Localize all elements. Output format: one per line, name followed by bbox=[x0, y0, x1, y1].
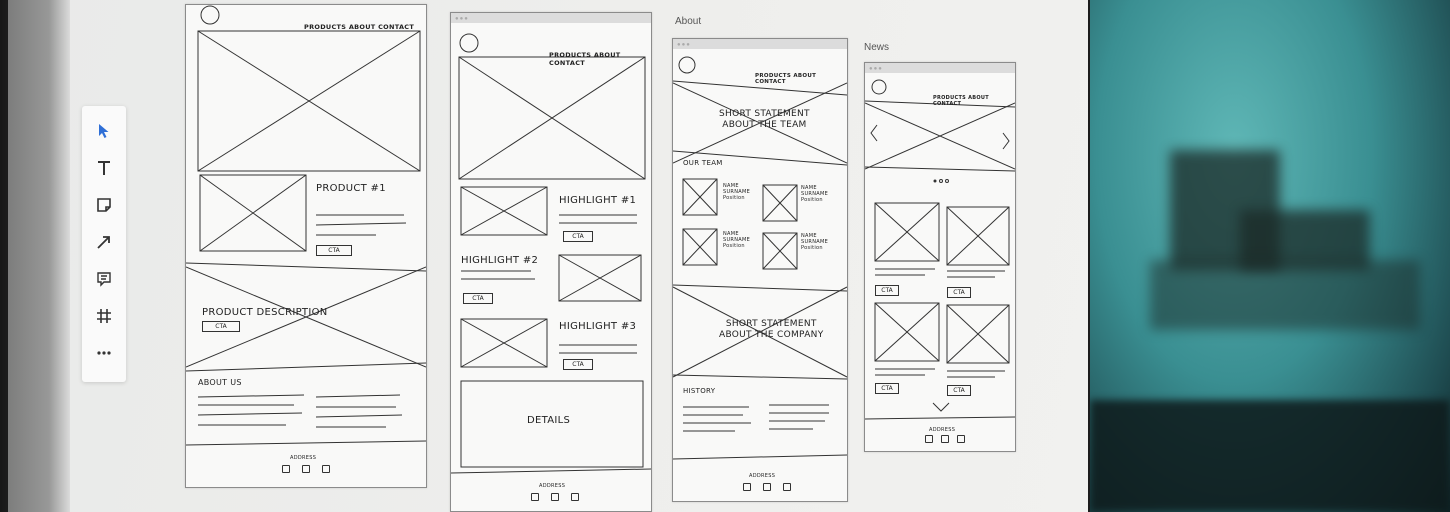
social-icon bbox=[763, 483, 771, 491]
cursor-icon[interactable] bbox=[92, 120, 116, 142]
frame-titlebar: ●●● bbox=[451, 13, 651, 23]
comment-icon[interactable] bbox=[92, 268, 116, 290]
frame-titlebar: ●●● bbox=[673, 39, 847, 49]
wireframe-about[interactable]: ●●● PRODUCTS ABOUT CONTACT SHORT STATEME… bbox=[672, 38, 848, 502]
sketch-lines bbox=[186, 5, 426, 446]
social-icon bbox=[531, 493, 539, 501]
cta-button: CTA bbox=[563, 231, 593, 242]
address-text: ADDRESS bbox=[749, 473, 776, 479]
our-team-heading: OUR TEAM bbox=[683, 159, 723, 167]
wireframe-highlights[interactable]: ●●● PRODUCTS ABOUT CONTACT HIGHLIGHT #1 … bbox=[450, 12, 652, 512]
sticky-note-icon[interactable] bbox=[92, 194, 116, 216]
social-icon bbox=[957, 435, 965, 443]
company-statement: SHORT STATEMENT ABOUT THE COMPANY bbox=[719, 319, 824, 340]
team-member: NAME SURNAME Position bbox=[723, 231, 751, 249]
window-dots-icon: ●●● bbox=[869, 66, 883, 72]
window-dots-icon: ●●● bbox=[677, 42, 691, 48]
text-icon[interactable] bbox=[92, 157, 116, 179]
cta-button: CTA bbox=[875, 383, 899, 394]
team-statement: SHORT STATEMENT ABOUT THE TEAM bbox=[719, 109, 810, 130]
social-icon bbox=[571, 493, 579, 501]
wireframe-news[interactable]: ●●● PRODUCTS ABOUT CONTACT CTA CTA CTA C… bbox=[864, 62, 1016, 452]
social-icons bbox=[282, 465, 330, 473]
team-member: NAME SURNAME Position bbox=[723, 183, 751, 201]
nav-links: PRODUCTS ABOUT CONTACT bbox=[755, 73, 817, 85]
arrow-icon[interactable] bbox=[92, 231, 116, 253]
highlight-2: HIGHLIGHT #2 bbox=[461, 255, 539, 266]
cta-button: CTA bbox=[316, 245, 352, 256]
social-icon bbox=[925, 435, 933, 443]
monitor-bezel bbox=[0, 0, 70, 512]
social-icon bbox=[322, 465, 330, 473]
cta-button: CTA bbox=[947, 287, 971, 298]
details-label: DETAILS bbox=[527, 415, 571, 426]
social-icons bbox=[743, 483, 791, 491]
address-text: ADDRESS bbox=[539, 483, 566, 489]
team-member: NAME SURNAME Position bbox=[801, 233, 829, 251]
social-icon bbox=[302, 465, 310, 473]
background-photo bbox=[1090, 0, 1450, 512]
social-icons bbox=[531, 493, 579, 501]
frame-titlebar: ●●● bbox=[865, 63, 1015, 73]
cta-button: CTA bbox=[875, 285, 899, 296]
cta-button: CTA bbox=[947, 385, 971, 396]
nav-links: PRODUCTS ABOUT CONTACT bbox=[933, 95, 989, 107]
team-member: NAME SURNAME Position bbox=[801, 185, 829, 203]
sketch-lines bbox=[673, 56, 847, 460]
social-icons bbox=[925, 435, 965, 443]
social-icon bbox=[743, 483, 751, 491]
sketch-lines bbox=[865, 79, 1015, 420]
nav-links: PRODUCTS ABOUT CONTACT bbox=[304, 23, 415, 31]
frame-icon[interactable] bbox=[92, 305, 116, 327]
social-icon bbox=[783, 483, 791, 491]
product-description: PRODUCT DESCRIPTION bbox=[202, 307, 328, 318]
nav-links: PRODUCTS ABOUT CONTACT bbox=[549, 51, 621, 67]
window-dots-icon: ●●● bbox=[455, 16, 469, 22]
social-icon bbox=[551, 493, 559, 501]
cta-button: CTA bbox=[202, 321, 240, 332]
frame-label-news[interactable]: News bbox=[864, 42, 890, 53]
social-icon bbox=[941, 435, 949, 443]
more-icon[interactable] bbox=[92, 342, 116, 364]
tool-palette bbox=[82, 106, 126, 382]
blurred-object bbox=[1090, 400, 1450, 512]
about-us-heading: ABOUT US bbox=[198, 378, 242, 387]
cta-button: CTA bbox=[563, 359, 593, 370]
blurred-object bbox=[1150, 260, 1420, 330]
frame-label-about[interactable]: About bbox=[675, 16, 702, 27]
highlight-3: HIGHLIGHT #3 bbox=[559, 321, 637, 332]
wireframe-home[interactable]: PRODUCTS ABOUT CONTACT PRODUCT #1 CTA PR… bbox=[185, 4, 427, 488]
product-title: PRODUCT #1 bbox=[316, 183, 386, 194]
address-text: ADDRESS bbox=[290, 455, 317, 461]
cta-button: CTA bbox=[463, 293, 493, 304]
social-icon bbox=[282, 465, 290, 473]
history-heading: HISTORY bbox=[683, 387, 716, 395]
sketch-lines bbox=[451, 33, 651, 474]
highlight-1: HIGHLIGHT #1 bbox=[559, 195, 637, 206]
address-text: ADDRESS bbox=[929, 427, 956, 433]
